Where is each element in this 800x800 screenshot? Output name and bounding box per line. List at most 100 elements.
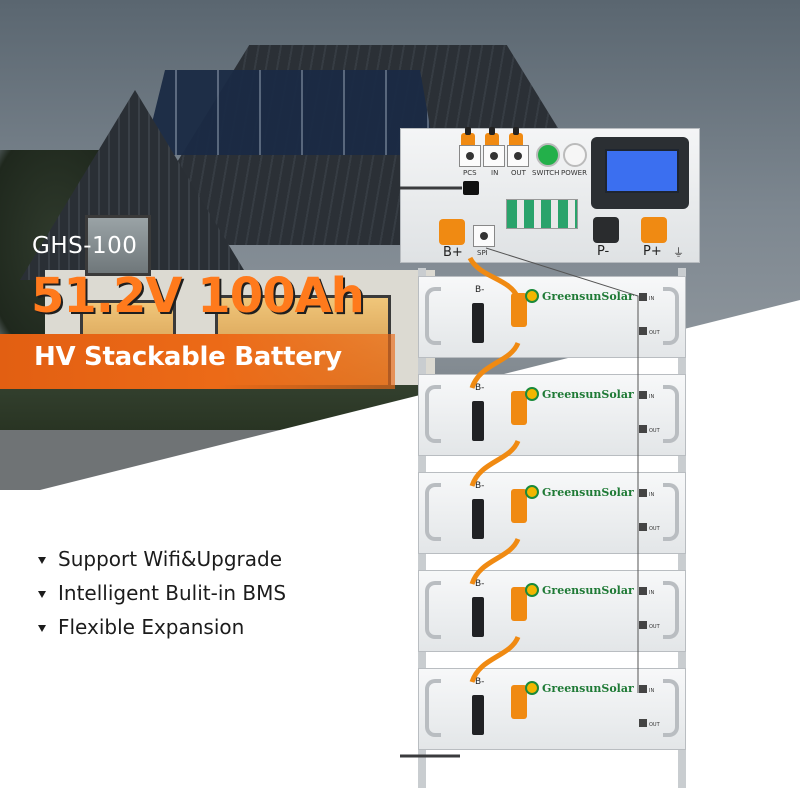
- orange-connector: [511, 685, 527, 719]
- in-port: [639, 685, 647, 693]
- battery-rack: PCS IN OUT SWITCH POWER B+ SPI P- P+ ⏚ B…: [400, 127, 705, 788]
- battery-module: B- GreensunSolar IN OUT: [418, 374, 686, 456]
- b-minus-label: B-: [475, 677, 485, 687]
- ground-icon: ⏚: [673, 246, 684, 259]
- communication-cable: [485, 247, 639, 693]
- tagline-text: HV Stackable Battery: [34, 342, 342, 372]
- brand-name: GreensunSolar: [542, 387, 634, 401]
- sun-logo-icon: [525, 485, 539, 499]
- black-connector: [472, 597, 484, 637]
- button-label-switch: SWITCH: [532, 169, 560, 177]
- out-port: [507, 145, 529, 167]
- out-label: OUT: [649, 624, 660, 630]
- bullet-triangle-icon: [38, 624, 46, 632]
- in-label: IN: [649, 394, 655, 400]
- orange-cable: [469, 537, 521, 585]
- power-button[interactable]: [563, 143, 587, 167]
- spi-port: [473, 225, 495, 247]
- b-minus-label: B-: [475, 285, 485, 295]
- terminal-label-b-plus: B+: [443, 245, 463, 260]
- brand-logo: GreensunSolar: [525, 681, 634, 695]
- in-port: [639, 587, 647, 595]
- orange-connector: [511, 587, 527, 621]
- module-handle: [663, 581, 679, 639]
- voltage-capacity-spec: 51.2V 100Ah: [31, 268, 365, 324]
- module-handle: [663, 483, 679, 541]
- sun-logo-icon: [525, 289, 539, 303]
- in-label: IN: [649, 296, 655, 302]
- orange-connector: [511, 391, 527, 425]
- p-plus-terminal: [641, 217, 667, 243]
- out-port: [639, 621, 647, 629]
- button-label-power: POWER: [561, 169, 587, 177]
- sun-logo-icon: [525, 681, 539, 695]
- brand-name: GreensunSolar: [542, 485, 634, 499]
- port-label-pcs: PCS: [463, 169, 477, 177]
- module-handle: [425, 483, 441, 541]
- bms-control-box: PCS IN OUT SWITCH POWER B+ SPI P- P+ ⏚: [400, 127, 700, 263]
- brand-logo: GreensunSolar: [525, 387, 634, 401]
- switch-button[interactable]: [536, 143, 560, 167]
- out-port: [639, 523, 647, 531]
- brand-logo: GreensunSolar: [525, 485, 634, 499]
- feature-text: Intelligent Bulit-in BMS: [58, 581, 287, 605]
- house-window: [85, 215, 151, 276]
- orange-cable: [469, 439, 521, 487]
- orange-cable: [467, 256, 521, 300]
- module-handle: [425, 287, 441, 345]
- battery-module: B- GreensunSolar IN OUT: [418, 570, 686, 652]
- bullet-triangle-icon: [38, 556, 46, 564]
- b-plus-terminal: [439, 219, 465, 245]
- out-label: OUT: [649, 330, 660, 336]
- module-handle: [425, 679, 441, 737]
- feature-item: Intelligent Bulit-in BMS: [38, 576, 286, 610]
- brand-logo: GreensunSolar: [525, 583, 634, 597]
- feature-text: Flexible Expansion: [58, 615, 245, 639]
- feature-item: Flexible Expansion: [38, 610, 286, 644]
- bullet-triangle-icon: [38, 590, 46, 598]
- brand-name: GreensunSolar: [542, 681, 634, 695]
- feature-list: Support Wifi&Upgrade Intelligent Bulit-i…: [38, 542, 286, 644]
- orange-cable: [469, 341, 521, 389]
- battery-module: B- GreensunSolar IN OUT: [418, 472, 686, 554]
- battery-module: B- GreensunSolar IN OUT: [418, 668, 686, 750]
- pcs-port: [459, 145, 481, 167]
- in-port: [639, 293, 647, 301]
- black-connector: [472, 303, 484, 343]
- b-minus-label: B-: [475, 383, 485, 393]
- port-label-in: IN: [491, 169, 499, 177]
- p-minus-terminal: [593, 217, 619, 243]
- spi-label: SPI: [477, 249, 488, 257]
- in-port: [639, 489, 647, 497]
- tagline-banner: [0, 334, 395, 389]
- sun-logo-icon: [525, 583, 539, 597]
- lcd-display: [591, 137, 689, 209]
- in-port: [483, 145, 505, 167]
- in-label: IN: [649, 492, 655, 498]
- out-port: [639, 719, 647, 727]
- brand-logo: GreensunSolar: [525, 289, 634, 303]
- circuit-breaker: [506, 199, 578, 229]
- out-label: OUT: [649, 526, 660, 532]
- terminal-label-p-minus: P-: [597, 244, 610, 259]
- orange-connector: [511, 489, 527, 523]
- out-label: OUT: [649, 428, 660, 434]
- sun-logo-icon: [525, 387, 539, 401]
- power-inlet: [463, 181, 479, 195]
- model-name: GHS-100: [32, 233, 138, 259]
- solar-panels: [144, 70, 435, 155]
- port-label-out: OUT: [511, 169, 526, 177]
- orange-connector: [511, 293, 527, 327]
- b-minus-label: B-: [475, 481, 485, 491]
- black-connector: [472, 695, 484, 735]
- orange-cable: [469, 635, 521, 683]
- out-label: OUT: [649, 722, 660, 728]
- module-handle: [663, 287, 679, 345]
- lcd-screen: [605, 149, 679, 193]
- black-cable: [400, 186, 462, 758]
- module-handle: [425, 385, 441, 443]
- out-port: [639, 327, 647, 335]
- black-connector: [472, 499, 484, 539]
- module-handle: [663, 385, 679, 443]
